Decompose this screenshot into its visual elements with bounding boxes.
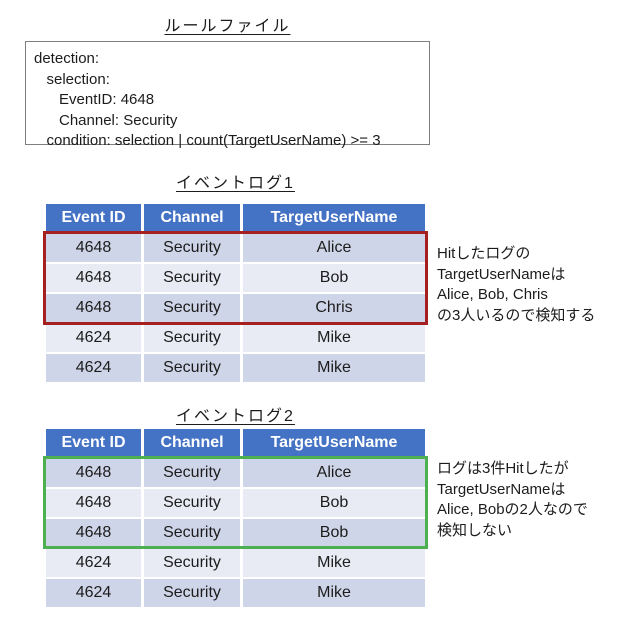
table-cell: 4648 — [46, 234, 141, 262]
table-cell: 4648 — [46, 459, 141, 487]
annotation-line: TargetUserNameは — [437, 480, 566, 498]
table-cell: Bob — [243, 264, 425, 292]
rule-file-title: ルールファイル — [164, 18, 291, 35]
table-cell: Security — [144, 549, 240, 577]
table-cell: Security — [144, 294, 240, 322]
event-log-2-header-channel: Channel — [144, 429, 240, 457]
table-cell: 4624 — [46, 549, 141, 577]
table-cell: Alice — [243, 234, 425, 262]
table-cell: Security — [144, 324, 240, 352]
annotation-line: Alice, Bob, Chris — [437, 286, 548, 303]
event-log-1-header-eventid: Event ID — [46, 204, 141, 232]
table-cell: Bob — [243, 489, 425, 517]
table-cell: Security — [144, 234, 240, 262]
annotation-line: Hitしたログの — [437, 245, 531, 262]
table-cell: Mike — [243, 549, 425, 577]
table-cell: Security — [144, 489, 240, 517]
table-cell: Security — [144, 519, 240, 547]
table-cell: Mike — [243, 324, 425, 352]
table-cell: Mike — [243, 354, 425, 382]
event-log-2-title: イベントログ2 — [176, 408, 295, 425]
table-cell: Security — [144, 459, 240, 487]
table-cell: 4624 — [46, 579, 141, 607]
table-cell: 4648 — [46, 489, 141, 517]
event-log-2-header-eventid: Event ID — [46, 429, 141, 457]
table-cell: Alice — [243, 459, 425, 487]
annotation-line: 検知しない — [437, 521, 513, 539]
event-log-1-header-targetusername: TargetUserName — [243, 204, 425, 232]
table-cell: Mike — [243, 579, 425, 607]
table-cell: 4624 — [46, 324, 141, 352]
table-cell: Security — [144, 354, 240, 382]
event-log-1-table: Event ID Channel TargetUserName 4648 Sec… — [46, 204, 425, 382]
rule-file-code: detection: selection: EventID: 4648 Chan… — [34, 50, 381, 149]
event-log-1-header-channel: Channel — [144, 204, 240, 232]
table-cell: 4648 — [46, 519, 141, 547]
table-cell: Security — [144, 264, 240, 292]
table-cell: 4648 — [46, 294, 141, 322]
rule-file-box: detection: selection: EventID: 4648 Chan… — [25, 41, 430, 149]
annotation-line: TargetUserNameは — [437, 265, 566, 283]
annotation-line: ログは3件Hitしたが — [437, 460, 569, 477]
table-cell: Security — [144, 579, 240, 607]
table-cell: 4624 — [46, 354, 141, 382]
table-cell: 4648 — [46, 264, 141, 292]
event-log-2-annotation: ログは3件Hitしたが TargetUserNameは Alice, Bobの2… — [437, 459, 639, 541]
event-log-2-table: Event ID Channel TargetUserName 4648 Sec… — [46, 429, 425, 607]
table-cell: Bob — [243, 519, 425, 547]
annotation-line: Alice, Bobの2人なので — [437, 501, 588, 518]
event-log-1-title: イベントログ1 — [176, 175, 295, 192]
event-log-2-header-targetusername: TargetUserName — [243, 429, 425, 457]
event-log-1-annotation: Hitしたログの TargetUserNameは Alice, Bob, Chr… — [437, 244, 639, 326]
table-cell: Chris — [243, 294, 425, 322]
annotation-line: の3人いるので検知する — [437, 306, 596, 324]
